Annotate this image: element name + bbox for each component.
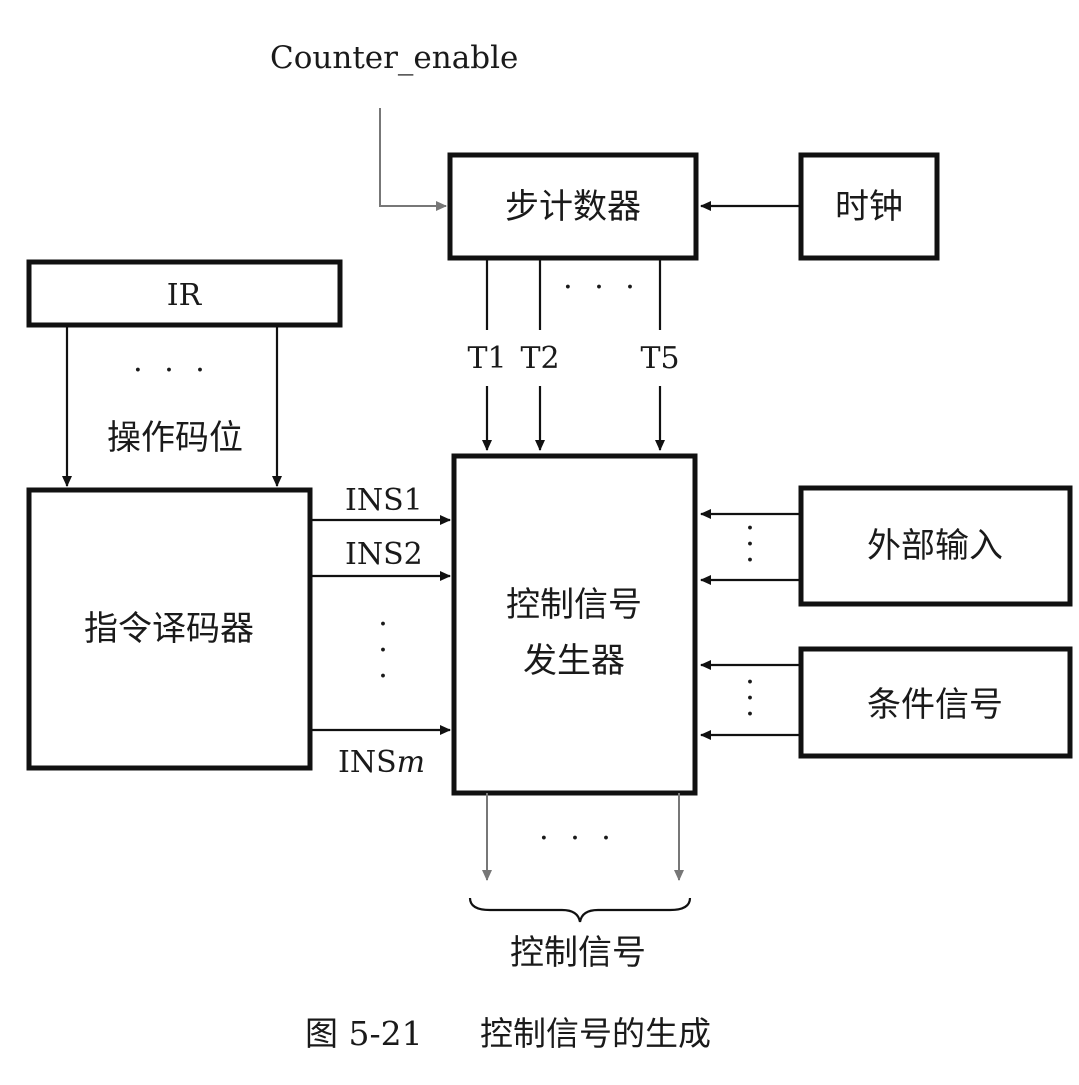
clock-box — [798, 152, 940, 261]
step-counter-output-dots: · · · — [563, 270, 641, 305]
ir-label: IR — [167, 278, 203, 313]
counter-enable-label: Counter_enable — [270, 40, 518, 76]
control-generator-box — [451, 453, 698, 796]
step-counter-box — [447, 152, 699, 261]
insm-prefix: INS — [338, 745, 397, 780]
output-brace — [468, 897, 692, 923]
insm-label: INSm — [338, 745, 425, 780]
ir-box — [26, 259, 343, 328]
counter-enable-line — [379, 108, 447, 211]
opcode-bits-label: 操作码位 — [107, 418, 243, 458]
condition-signal-label: 条件信号 — [867, 685, 1003, 725]
control-generator-label-line2: 发生器 — [523, 641, 625, 681]
condition-signal-vdot-2: · — [745, 681, 755, 716]
external-input-label: 外部输入 — [867, 526, 1003, 566]
clock-label: 时钟 — [835, 187, 903, 227]
decoder-label: 指令译码器 — [84, 609, 254, 649]
step-counter-label: 步计数器 — [505, 187, 641, 227]
ins2-label: INS2 — [345, 537, 423, 572]
external-input-box — [798, 485, 1073, 607]
ins-vdot-3: · — [378, 659, 388, 694]
external-input-vdot-3: · — [745, 543, 755, 578]
ins-vdot-1: · — [378, 607, 388, 642]
figure-title: 控制信号的生成 — [480, 1014, 711, 1053]
insm-suffix: m — [397, 745, 425, 780]
output-dots: · · · — [539, 821, 617, 856]
ir-dots: · · · — [133, 353, 211, 388]
t1-label: T1 — [467, 341, 506, 376]
decoder-box — [26, 487, 313, 771]
condition-signal-vdot-3: · — [745, 697, 755, 732]
ins1-label: INS1 — [345, 483, 423, 518]
control-generator-label-line1: 控制信号 — [506, 585, 642, 625]
t2-label: T2 — [520, 341, 559, 376]
t5-label: T5 — [640, 341, 679, 376]
condition-signal-vdot-1: · — [745, 665, 755, 700]
control-signals-label: 控制信号 — [510, 933, 646, 973]
external-input-vdot-2: · — [745, 527, 755, 562]
condition-signal-box — [798, 646, 1073, 759]
external-input-vdot-1: · — [745, 511, 755, 546]
figure-number: 图 5-21 — [305, 1014, 423, 1053]
ins-vdot-2: · — [378, 633, 388, 668]
